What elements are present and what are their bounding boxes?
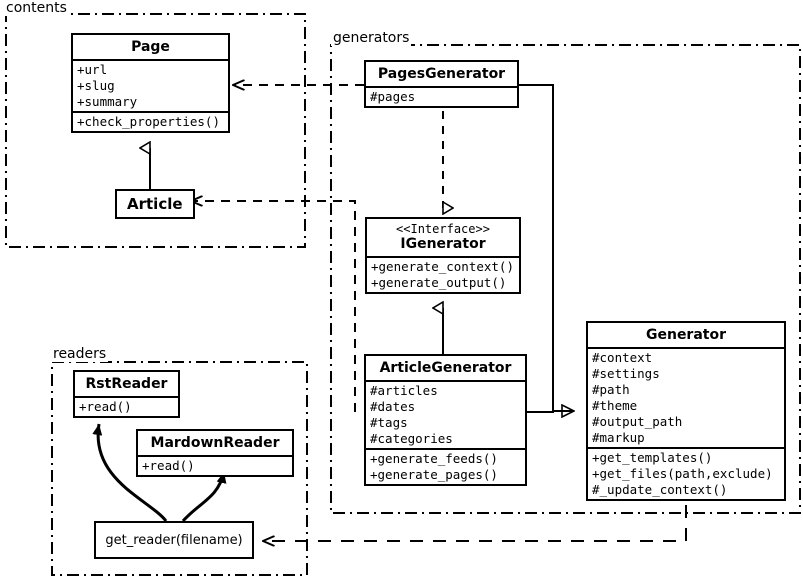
class-igenerator-name: IGenerator xyxy=(400,236,486,252)
class-page-attribute: +summary xyxy=(77,94,138,109)
class-article-generator[interactable]: ArticleGenerator #articles #dates #tags … xyxy=(364,354,527,486)
class-article-generator-attributes: #articles #dates #tags #categories xyxy=(366,380,525,448)
class-generator-method: +get_templates() xyxy=(592,450,713,465)
class-pages-generator-attribute: #pages xyxy=(370,89,416,104)
class-generator-method: #_update_context() xyxy=(592,482,728,497)
class-generator-name: Generator xyxy=(645,327,726,343)
connector-pagesgenerator-to-generator xyxy=(519,84,574,411)
class-page-method: +check_properties() xyxy=(77,114,220,129)
class-igenerator-method: +generate_output() xyxy=(371,275,507,290)
class-article-generator-attribute: #tags xyxy=(370,415,408,430)
class-igenerator-stereotype: <<Interface>> xyxy=(396,222,490,236)
function-node-get-reader[interactable]: get_reader(filename) xyxy=(94,521,254,559)
connector-get-reader-to-mardownreader xyxy=(181,471,227,523)
class-page[interactable]: Page +url +slug +summary +check_properti… xyxy=(71,33,230,133)
class-article-name: Article xyxy=(127,195,183,213)
class-rst-reader[interactable]: RstReader +read() xyxy=(73,370,180,418)
class-igenerator[interactable]: <<Interface>> IGenerator +generate_conte… xyxy=(365,217,521,294)
class-mardown-reader-method: +read() xyxy=(142,458,195,473)
class-generator-method: +get_files(path,exclude) xyxy=(592,466,773,481)
class-article-generator-attribute: #categories xyxy=(370,431,453,446)
class-generator-attribute: #path xyxy=(592,382,630,397)
class-article-generator-method: +generate_feeds() xyxy=(370,451,498,466)
class-rst-reader-methods: +read() xyxy=(75,396,178,416)
package-frame-readers xyxy=(51,361,308,576)
connector-articlegenerator-to-article xyxy=(191,201,356,412)
connector-get-reader-to-rstreader xyxy=(92,423,168,522)
class-generator-attributes: #context #settings #path #theme #output_… xyxy=(588,347,784,447)
class-page-attribute: +slug xyxy=(77,78,115,93)
package-frame-generators xyxy=(330,44,801,514)
package-frame-contents xyxy=(5,13,306,248)
package-label-generators: generators xyxy=(331,30,412,46)
class-article-generator-name: ArticleGenerator xyxy=(379,360,512,376)
class-pages-generator[interactable]: PagesGenerator #pages xyxy=(364,60,519,108)
package-label-readers: readers xyxy=(51,346,109,362)
class-generator-attribute: #theme xyxy=(592,398,638,413)
class-page-attribute: +url xyxy=(77,62,108,77)
class-pages-generator-name: PagesGenerator xyxy=(377,66,506,82)
class-article-generator-attribute: #articles xyxy=(370,383,438,398)
class-rst-reader-method: +read() xyxy=(79,399,132,414)
function-node-get-reader-label: get_reader(filename) xyxy=(105,532,243,548)
class-article-generator-methods: +generate_feeds() +generate_pages() xyxy=(366,448,525,484)
class-generator-methods: +get_templates() +get_files(path,exclude… xyxy=(588,447,784,499)
class-generator-attribute: #markup xyxy=(592,430,645,445)
connector-generator-to-get-reader xyxy=(263,505,687,541)
class-igenerator-method: +generate_context() xyxy=(371,259,514,274)
class-article[interactable]: Article xyxy=(115,189,195,219)
class-mardown-reader-methods: +read() xyxy=(138,455,292,475)
class-generator-attribute: #settings xyxy=(592,366,660,381)
package-label-contents: contents xyxy=(4,0,69,16)
class-article-generator-attribute: #dates xyxy=(370,399,416,414)
class-page-attributes: +url +slug +summary xyxy=(73,59,228,111)
class-generator[interactable]: Generator #context #settings #path #them… xyxy=(586,321,786,501)
connector-articlegenerator-to-generator xyxy=(527,410,574,413)
class-page-methods: +check_properties() xyxy=(73,111,228,131)
class-generator-attribute: #context xyxy=(592,350,653,365)
class-igenerator-methods: +generate_context() +generate_output() xyxy=(367,256,519,292)
class-page-name: Page xyxy=(131,39,170,55)
class-rst-reader-name: RstReader xyxy=(85,376,168,392)
class-pages-generator-attributes: #pages xyxy=(366,86,517,106)
class-mardown-reader[interactable]: MardownReader +read() xyxy=(136,429,294,477)
class-mardown-reader-name: MardownReader xyxy=(150,435,280,451)
class-article-generator-method: +generate_pages() xyxy=(370,467,498,482)
class-generator-attribute: #output_path xyxy=(592,414,683,429)
